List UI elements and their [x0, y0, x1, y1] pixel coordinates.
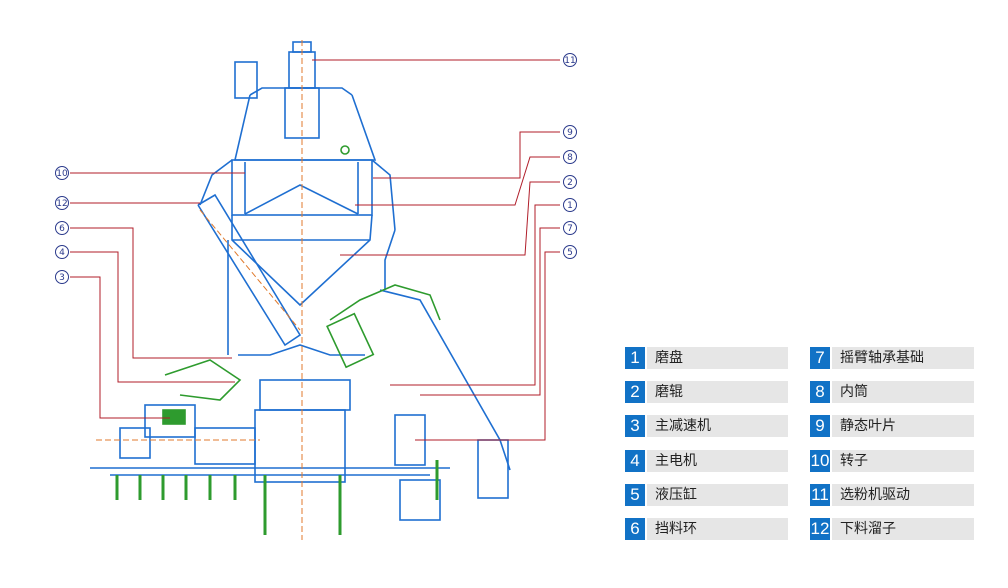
legend-item-7: 7 摇臂轴承基础 [810, 347, 974, 369]
roller-assembly [162, 145, 441, 425]
legend-number: 7 [810, 347, 830, 369]
legend-label: 选粉机驱动 [840, 487, 910, 503]
legend-label: 磨盘 [655, 350, 683, 366]
legend-item-11: 11 选粉机驱动 [810, 484, 974, 506]
legend-bar [832, 347, 974, 369]
svg-text:5: 5 [567, 248, 573, 258]
legend-item-1: 1 磨盘 [625, 347, 788, 369]
legend-number: 6 [625, 518, 645, 540]
legend-item-5: 5 液压缸 [625, 484, 788, 506]
callout-12: 12 [55, 196, 69, 210]
legend-item-3: 3 主减速机 [625, 415, 788, 437]
callout-11: 11 [563, 53, 577, 67]
legend-bar [832, 518, 974, 540]
svg-text:7: 7 [567, 224, 573, 234]
legend-bar [832, 415, 974, 437]
svg-text:11: 11 [564, 56, 575, 66]
center-lines [96, 40, 303, 540]
legend-label: 主减速机 [655, 418, 711, 434]
legend-number: 5 [625, 484, 645, 506]
legend-bar [647, 484, 788, 506]
svg-text:4: 4 [59, 248, 65, 258]
legend-label: 磨辊 [655, 384, 683, 400]
legend-number: 2 [625, 381, 645, 403]
legend-label: 主电机 [655, 453, 697, 469]
callout-markers: 11 9 8 2 1 7 5 10 [55, 53, 577, 284]
legend-bar [647, 347, 788, 369]
legend-label: 内筒 [840, 384, 868, 400]
legend-number: 8 [810, 381, 830, 403]
legend-label: 转子 [840, 453, 868, 469]
callout-7: 7 [563, 221, 577, 235]
svg-text:3: 3 [59, 273, 65, 283]
legend-item-10: 10 转子 [810, 450, 974, 472]
legend-label: 下料溜子 [840, 521, 896, 537]
svg-text:6: 6 [59, 224, 65, 234]
legend-number: 3 [625, 415, 645, 437]
callout-5: 5 [563, 245, 577, 259]
legend-number: 9 [810, 415, 830, 437]
legend-item-12: 12 下料溜子 [810, 518, 974, 540]
callout-1: 1 [563, 198, 577, 212]
legend-bar [647, 450, 788, 472]
legend-bar [647, 381, 788, 403]
svg-text:8: 8 [567, 153, 573, 163]
legend-label: 液压缸 [655, 487, 697, 503]
callout-8: 8 [563, 150, 577, 164]
legend-item-4: 4 主电机 [625, 450, 788, 472]
legend-bar [832, 381, 974, 403]
svg-text:12: 12 [56, 199, 67, 209]
legend-label: 静态叶片 [840, 418, 896, 434]
legend-item-2: 2 磨辊 [625, 381, 788, 403]
svg-text:10: 10 [56, 169, 68, 179]
callout-3: 3 [55, 270, 69, 284]
svg-text:9: 9 [567, 128, 573, 138]
legend-number: 1 [625, 347, 645, 369]
leader-lines [70, 59, 560, 441]
mill-structure [90, 41, 511, 521]
legs [115, 460, 439, 535]
legend-bar [647, 518, 788, 540]
legend-bar [832, 484, 974, 506]
callout-10: 10 [55, 166, 69, 180]
callout-4: 4 [55, 245, 69, 259]
legend-item-9: 9 静态叶片 [810, 415, 974, 437]
legend-number: 4 [625, 450, 645, 472]
legend-number: 12 [810, 518, 830, 540]
svg-text:2: 2 [567, 178, 573, 188]
svg-text:1: 1 [567, 201, 573, 211]
legend-label: 挡料环 [655, 521, 697, 537]
callout-9: 9 [563, 125, 577, 139]
callout-6: 6 [55, 221, 69, 235]
legend-label: 摇臂轴承基础 [840, 350, 924, 366]
legend-number: 10 [810, 450, 830, 472]
legend-item-6: 6 挡料环 [625, 518, 788, 540]
legend-number: 11 [810, 484, 830, 506]
legend-bar [832, 450, 974, 472]
legend-item-8: 8 内筒 [810, 381, 974, 403]
legend-bar [647, 415, 788, 437]
callout-2: 2 [563, 175, 577, 189]
